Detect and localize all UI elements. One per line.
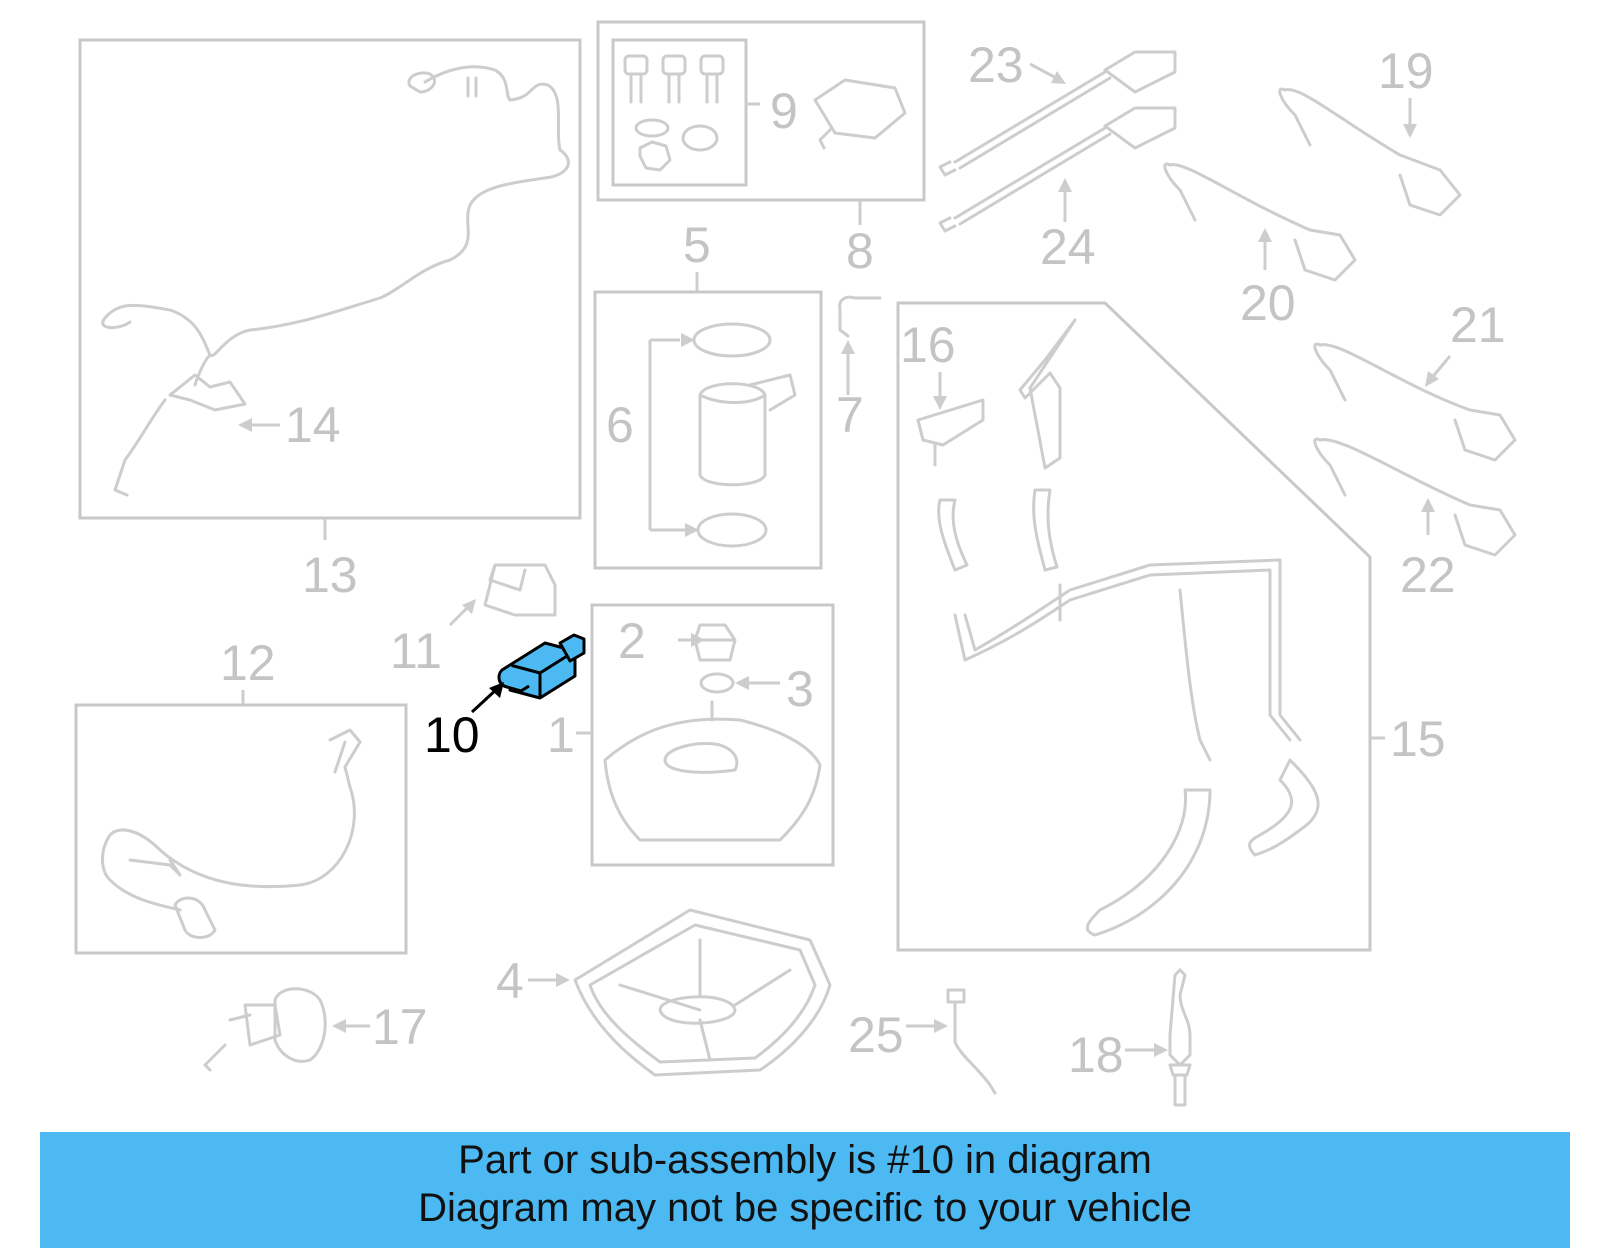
callout-18: 18 — [1068, 1027, 1124, 1083]
pressure-sensor-part-16[interactable] — [916, 398, 985, 467]
sensor-part-12[interactable] — [101, 728, 362, 939]
group-15-box — [896, 301, 1372, 952]
callout-5: 5 — [683, 217, 711, 273]
sensor-part-23[interactable] — [938, 50, 1177, 177]
sensor-part-24[interactable] — [938, 106, 1177, 233]
group-12-box — [74, 703, 408, 955]
connector-part-7[interactable] — [838, 295, 882, 338]
sensor-part-20[interactable] — [1163, 162, 1357, 282]
callout-23: 23 — [968, 37, 1024, 93]
callout-6: 6 — [606, 397, 634, 453]
callout-22: 22 — [1400, 547, 1456, 603]
fuel-line-part-15[interactable] — [953, 558, 1302, 762]
callout-13: 13 — [302, 547, 358, 603]
callout-19: 19 — [1378, 43, 1434, 99]
info-banner: Part or sub-assembly is #10 in diagram D… — [40, 1132, 1570, 1248]
callout-17: 17 — [372, 999, 428, 1055]
callout-3: 3 — [786, 661, 814, 717]
sensor-part-10[interactable] — [497, 633, 586, 700]
callout-7: 7 — [836, 387, 864, 443]
shield-part-4[interactable] — [573, 908, 832, 1077]
callout-24: 24 — [1040, 219, 1096, 275]
callout-21: 21 — [1450, 297, 1506, 353]
sensor-part-25[interactable] — [946, 988, 997, 1095]
fuel-pump-part-5[interactable] — [698, 373, 797, 487]
bolts-part-9[interactable] — [623, 54, 725, 172]
callout-4: 4 — [496, 953, 524, 1009]
tank-part-1[interactable] — [603, 700, 822, 842]
sensor-part-18[interactable] — [1168, 968, 1192, 1107]
callout-16: 16 — [900, 317, 956, 373]
valve-part-8[interactable] — [813, 78, 907, 150]
callout-1: 1 — [547, 707, 575, 763]
callout-10: 10 — [424, 707, 480, 763]
callout-2: 2 — [618, 613, 646, 669]
sensor-part-22[interactable] — [1313, 437, 1517, 557]
banner-line-2: Diagram may not be specific to your vehi… — [418, 1186, 1192, 1230]
callout-8: 8 — [846, 223, 874, 279]
callout-25: 25 — [848, 1007, 904, 1063]
group-1-box — [590, 603, 835, 867]
banner-line-1: Part or sub-assembly is #10 in diagram — [458, 1138, 1152, 1182]
sensor-part-21[interactable] — [1313, 342, 1517, 462]
group-5-box — [593, 290, 823, 570]
callout-11: 11 — [390, 623, 442, 679]
callout-20: 20 — [1240, 275, 1296, 331]
callout-14: 14 — [285, 397, 341, 453]
group-13-box — [78, 38, 582, 520]
wiring-harness-part-13[interactable] — [101, 65, 570, 358]
callout-12: 12 — [220, 635, 276, 691]
cap-part-2[interactable] — [693, 623, 737, 662]
sensor-part-19[interactable] — [1278, 87, 1462, 217]
seal-part-6[interactable] — [696, 512, 768, 548]
seal-part-3[interactable] — [699, 672, 735, 694]
group-8-box — [596, 20, 926, 202]
valve-part-17[interactable] — [203, 987, 327, 1072]
callout-9: 9 — [770, 83, 798, 139]
lock-ring-part-6[interactable] — [692, 322, 772, 358]
callout-15: 15 — [1390, 711, 1446, 767]
bracket-part-11[interactable] — [483, 563, 557, 617]
